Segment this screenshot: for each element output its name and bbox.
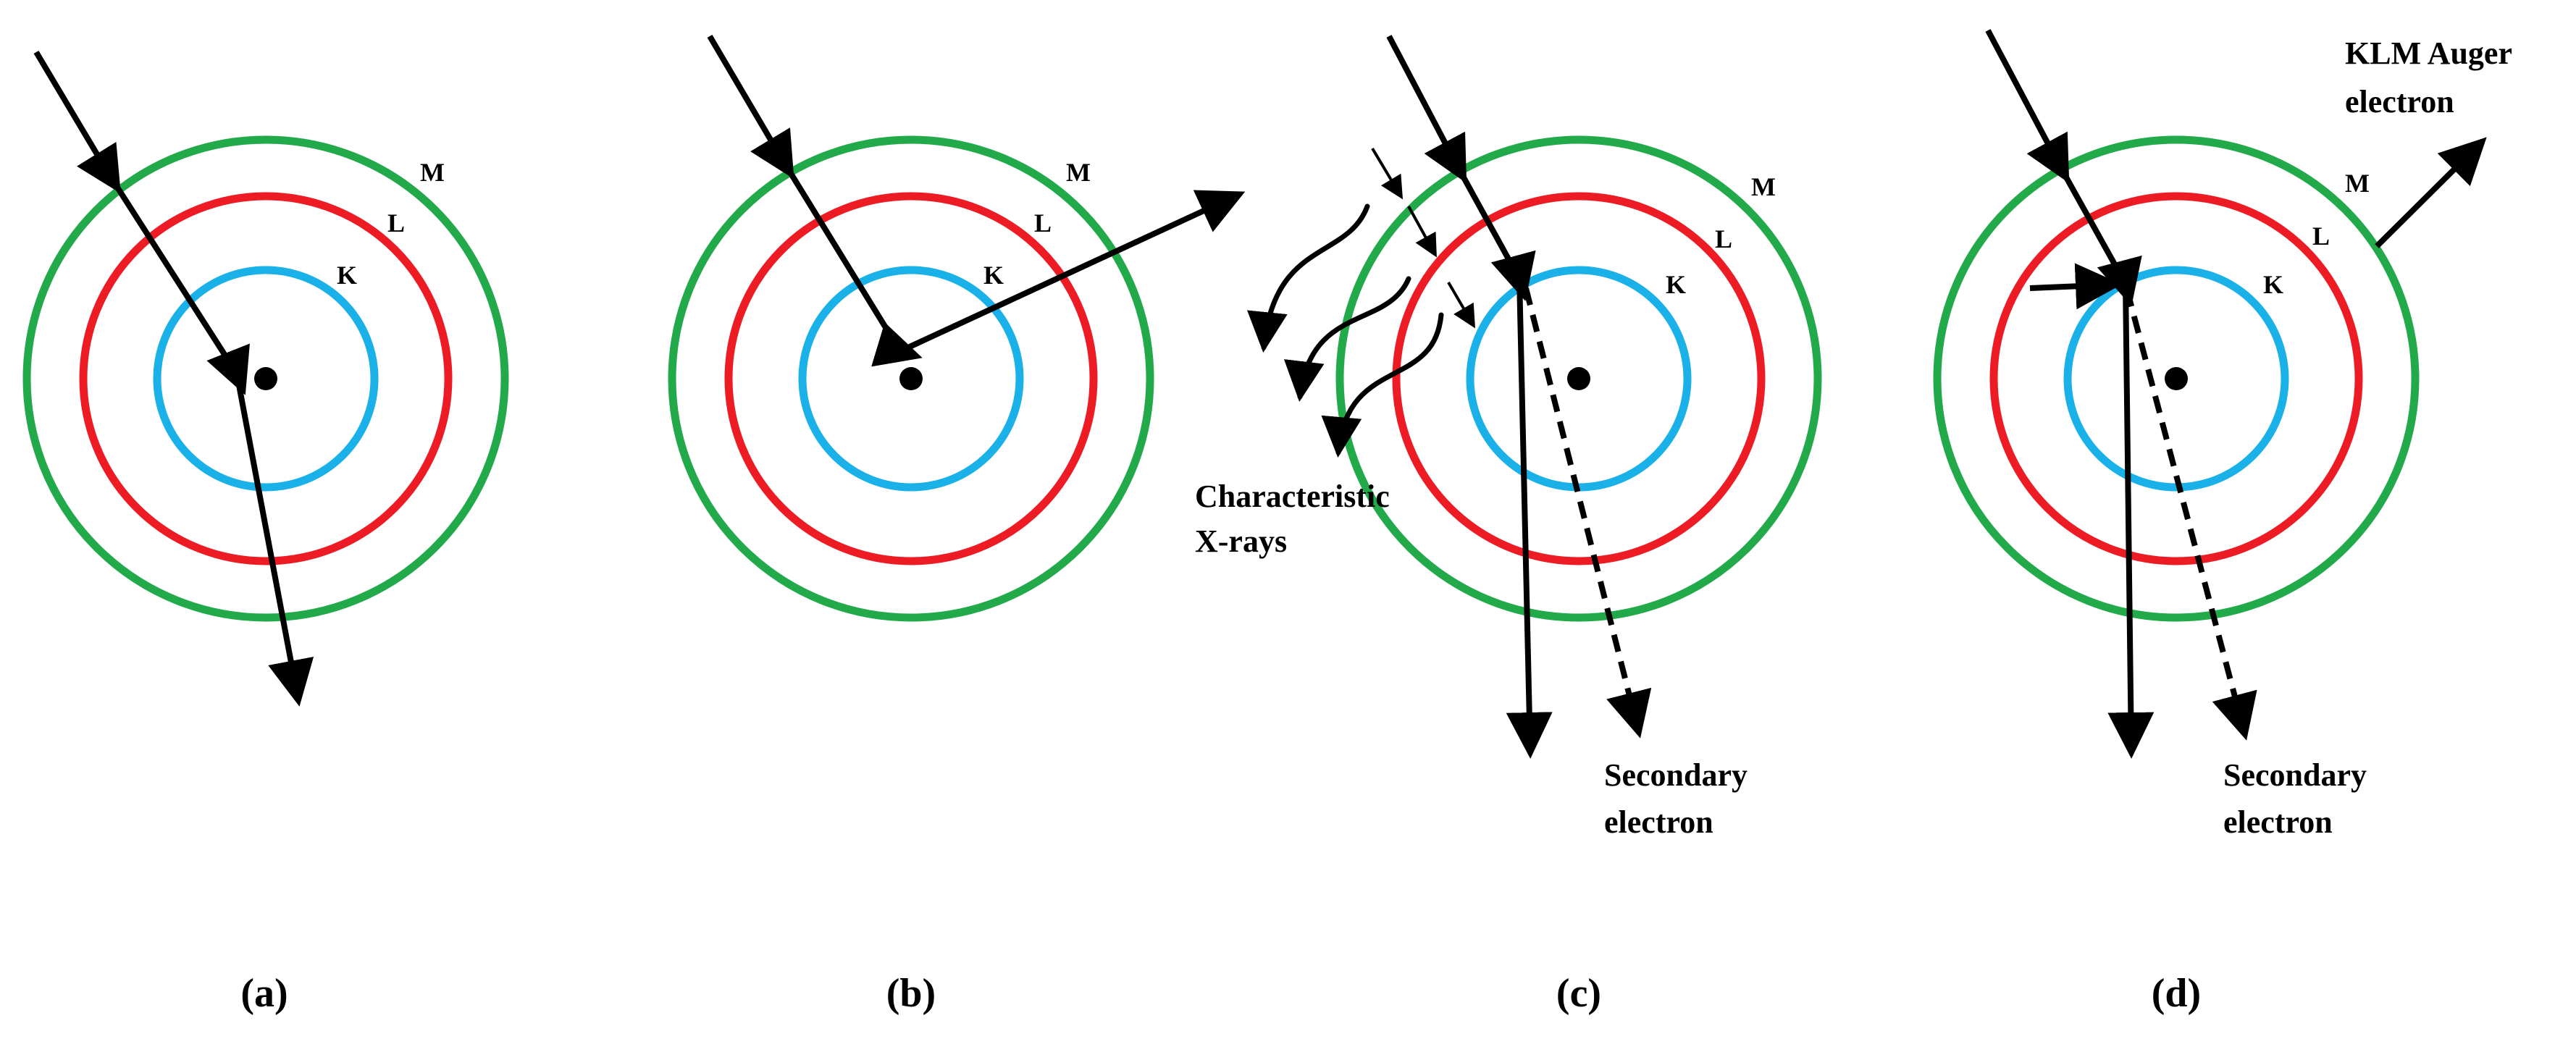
xray-photon-wave — [1283, 276, 1411, 402]
xray-label: Characteristic — [1195, 479, 1390, 514]
incident-electron-arrow — [707, 34, 1246, 367]
shell-label-m: M — [1751, 172, 1776, 201]
panel-caption: (c) — [1556, 971, 1601, 1016]
shell-m — [1933, 135, 2420, 622]
panel-caption: (a) — [240, 971, 288, 1016]
panel-caption: (d) — [2152, 971, 2201, 1016]
secondary-electron-label: Secondary — [2223, 757, 2367, 793]
shell-label-l: L — [1715, 224, 1732, 253]
electron-transition-arrow — [1447, 281, 1476, 329]
xray-photon-wave — [1247, 203, 1370, 353]
nucleus — [254, 367, 277, 390]
shell-label-m: M — [1066, 158, 1091, 187]
shell-label-l: L — [2312, 222, 2330, 251]
secondary-electron-label: Secondary — [1604, 757, 1748, 793]
shell-label-k: K — [2263, 270, 2283, 299]
incident-electron-arrow — [1985, 29, 2155, 759]
secondary-electron-label: electron — [2223, 804, 2333, 840]
panel-a: M L K (a) — [22, 50, 509, 1016]
panel-caption: (b) — [886, 971, 936, 1016]
secondary-electron-arrow — [2124, 288, 2257, 741]
auger-electron-label: KLM Auger — [2345, 35, 2512, 71]
shell-label-k: K — [337, 261, 357, 290]
nucleus — [1567, 367, 1590, 390]
incident-electron-arrow — [1386, 35, 1553, 759]
shell-label-m: M — [420, 158, 445, 187]
shell-label-k: K — [1666, 270, 1686, 299]
shell-label-l: L — [1034, 209, 1052, 237]
shell-label-l: L — [387, 209, 405, 237]
panel-d: M L K KLM Auger electron Secondary elect… — [1933, 29, 2512, 1016]
shell-label-m: M — [2345, 169, 2370, 198]
xray-photon-wave — [1321, 312, 1444, 458]
secondary-electron-label: electron — [1604, 804, 1713, 840]
auger-electron-arrow — [2375, 137, 2487, 248]
auger-electron-label: electron — [2345, 84, 2454, 119]
shell-label-k: K — [983, 261, 1004, 290]
shell-l — [1392, 192, 1766, 565]
shell-m — [1335, 135, 1822, 622]
incident-electron-arrow — [33, 50, 314, 707]
secondary-electron-arrow — [1523, 287, 1652, 738]
electron-transition-arrow — [1407, 206, 1437, 258]
panel-b: M L K (b) — [668, 34, 1246, 1016]
nucleus — [2165, 367, 2188, 390]
l-to-k-transition-arrow — [2029, 263, 2122, 310]
xray-label: X-rays — [1195, 523, 1287, 559]
panel-c: M L K Characteristic X-rays Secondary el… — [1195, 35, 1822, 1016]
nucleus — [899, 367, 923, 390]
electron-transition-arrow — [1371, 147, 1404, 200]
shell-l — [1989, 192, 2363, 565]
